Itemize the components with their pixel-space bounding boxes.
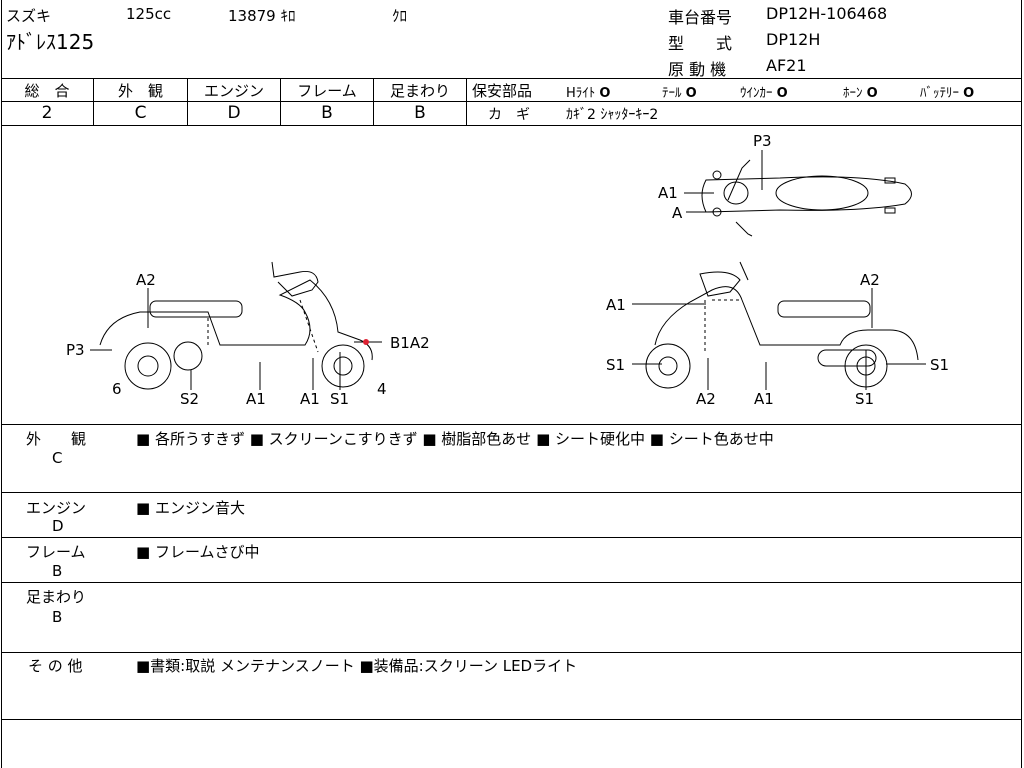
label-right-a2b: A2 xyxy=(860,271,880,289)
divider-other xyxy=(1,719,1022,720)
label-right-a1: A1 xyxy=(606,296,626,314)
grade-value-engine: D xyxy=(227,103,241,123)
divider-frame xyxy=(1,582,1022,583)
check-mark: O xyxy=(866,86,878,101)
grade-label-overall: 総 合 xyxy=(24,82,70,100)
left-side-scooter xyxy=(99,261,373,390)
border-right xyxy=(1021,0,1022,768)
label-right-s1: S1 xyxy=(606,356,625,374)
label-left-p3: P3 xyxy=(66,341,85,359)
grade-col-divider xyxy=(466,78,467,125)
remark-grade-engine: D xyxy=(52,517,64,535)
remark-label-exterior: 外 観 xyxy=(26,430,87,448)
label-left-4: 4 xyxy=(377,380,387,398)
label-right-s1b: S1 xyxy=(930,356,949,374)
engine-code-value: AF21 xyxy=(766,56,807,75)
grade-label-engine: エンジン xyxy=(203,82,264,100)
key-label: カ ギ xyxy=(488,107,530,123)
safety-item-tail: ﾃｰﾙ O xyxy=(662,86,697,101)
frame-number-value: DP12H-106468 xyxy=(766,4,888,23)
remark-label-suspension: 足まわり xyxy=(26,588,87,606)
divider-diagram xyxy=(1,424,1022,425)
damage-marker xyxy=(363,339,369,345)
safety-item-headlight: Hﾗｲﾄ O xyxy=(566,86,611,101)
check-mark: O xyxy=(776,86,788,101)
safety-parts-label: 保安部品 xyxy=(472,82,533,100)
type-label: 型 式 xyxy=(668,34,733,53)
grade-col-divider xyxy=(280,78,281,125)
diagram-leader-lines xyxy=(90,150,926,390)
divider-grades xyxy=(1,101,1022,102)
type-value: DP12H xyxy=(766,30,821,49)
remark-label-frame: フレーム xyxy=(26,543,86,561)
label-right-a2: A2 xyxy=(696,390,716,408)
remark-grade-suspension: B xyxy=(52,608,63,626)
remark-text-frame: ■ フレームさび中 xyxy=(136,543,260,561)
remark-grade-frame: B xyxy=(52,562,63,580)
label-left-a2: A2 xyxy=(136,271,156,289)
label-left-b1a2: B1A2 xyxy=(390,334,430,352)
label-top-a1: A1 xyxy=(658,184,678,202)
grade-label-suspension: 足まわり xyxy=(389,82,450,100)
right-side-scooter xyxy=(645,261,919,389)
frame-number-label: 車台番号 xyxy=(668,8,733,27)
check-mark: O xyxy=(963,86,975,101)
label-left-a1: A1 xyxy=(246,390,266,408)
label-left-s2: S2 xyxy=(180,390,199,408)
color: ｸﾛ xyxy=(392,7,408,25)
label-top-p3: P3 xyxy=(753,132,772,150)
border-left xyxy=(1,0,2,768)
mileage: 13879 ｷﾛ xyxy=(228,7,296,25)
model-name: ｱﾄﾞﾚｽ125 xyxy=(6,30,95,54)
engine-code-label: 原 動 機 xyxy=(668,60,727,79)
safety-item-winker: ｳｲﾝｶｰ O xyxy=(740,86,788,101)
safety-item-battery: ﾊﾞｯﾃﾘｰ O xyxy=(920,86,975,101)
label-left-s1: S1 xyxy=(330,390,349,408)
label-left-a1b: A1 xyxy=(300,390,320,408)
remark-text-exterior: ■ 各所うすきず ■ スクリーンこすりきず ■ 樹脂部色あせ ■ シート硬化中 … xyxy=(136,430,774,448)
grade-col-divider xyxy=(187,78,188,125)
check-mark: O xyxy=(685,86,697,101)
label-top-a: A xyxy=(672,204,683,222)
label-left-6: 6 xyxy=(112,380,122,398)
divider-suspension xyxy=(1,652,1022,653)
grade-label-exterior: 外 観 xyxy=(117,82,163,100)
safety-item-horn: ﾎｰﾝ O xyxy=(843,86,878,101)
grade-label-frame: フレーム xyxy=(297,82,357,100)
remark-label-other: そ の 他 xyxy=(28,657,83,675)
remark-grade-exterior: C xyxy=(52,449,63,467)
top-view-scooter xyxy=(701,159,912,237)
displacement: 125cc xyxy=(126,5,172,23)
divider-engine xyxy=(1,537,1022,538)
divider-grade-values xyxy=(1,125,1022,126)
diagram-labels: P3 A1 A A2 P3 6 S2 A1 A1 S1 4 B1A2 A1 S1… xyxy=(66,132,949,408)
grade-value-exterior: C xyxy=(134,103,147,123)
divider-header xyxy=(1,78,1022,79)
grade-col-divider xyxy=(93,78,94,125)
label-right-a1b: A1 xyxy=(754,390,774,408)
remark-text-other: ■書類:取説 メンテナンスノート ■装備品:スクリーン LEDライト xyxy=(136,657,578,675)
grade-value-frame: B xyxy=(321,103,333,123)
remark-label-engine: エンジン xyxy=(26,499,87,517)
remark-text-engine: ■ エンジン音大 xyxy=(136,499,245,517)
maker: スズキ xyxy=(6,7,52,25)
divider-exterior xyxy=(1,492,1022,493)
grade-value-overall: 2 xyxy=(41,103,53,123)
key-value: ｶｷﾞ2 ｼｬｯﾀｰｷｰ2 xyxy=(566,107,659,123)
check-mark: O xyxy=(599,86,611,101)
grade-col-divider xyxy=(373,78,374,125)
grade-value-suspension: B xyxy=(414,103,426,123)
label-right-s1c: S1 xyxy=(855,390,874,408)
